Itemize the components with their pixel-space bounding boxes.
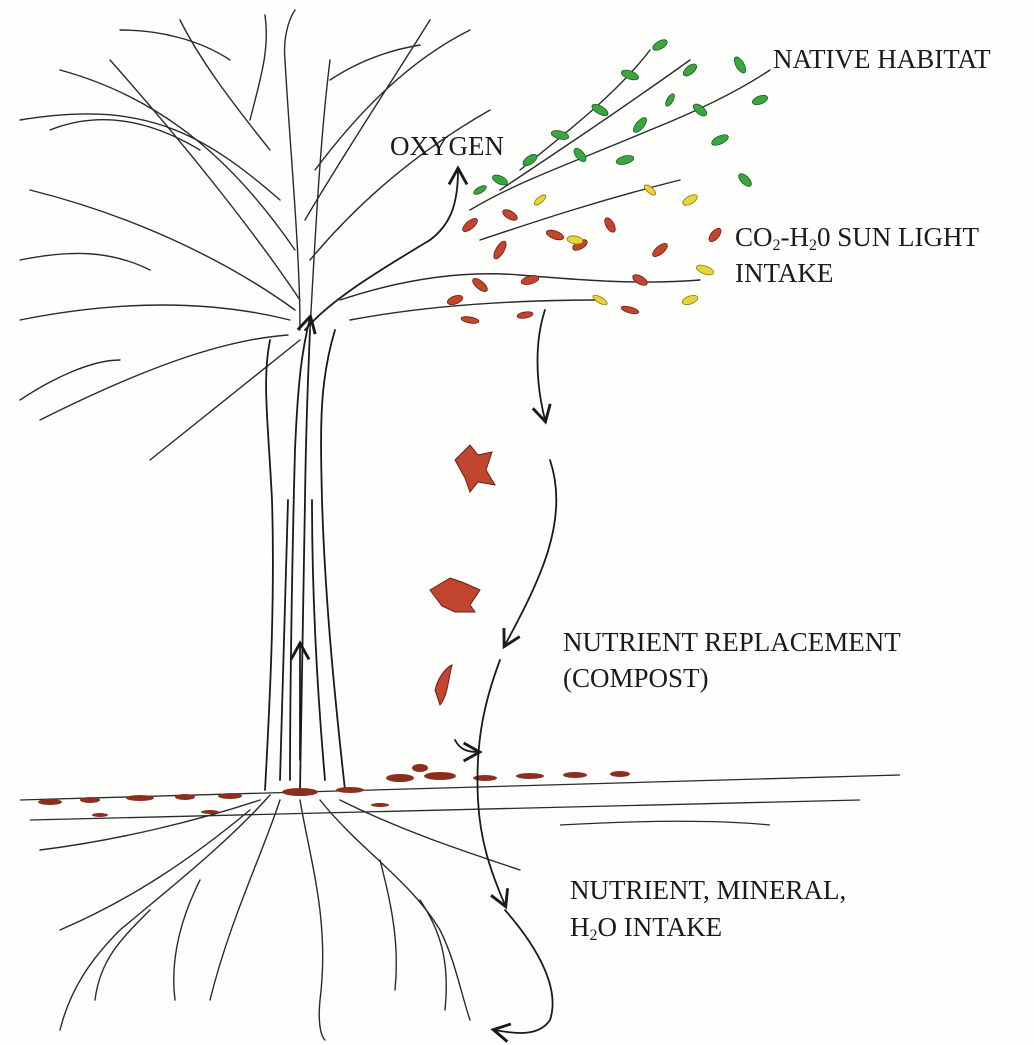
co2-prefix: CO xyxy=(735,222,773,252)
decay-arrow xyxy=(477,660,505,905)
canopy-leaves-red xyxy=(446,208,723,325)
nutrient-mineral-label: NUTRIENT, MINERAL, xyxy=(570,875,846,906)
trunk xyxy=(265,330,345,790)
flow-arrows xyxy=(290,170,556,1033)
h2-prefix: -H xyxy=(781,222,810,252)
co2-h2o-sunlight-label: CO2-H20 SUN LIGHT xyxy=(735,222,979,253)
intake-label: INTAKE xyxy=(735,258,833,289)
ground-line xyxy=(20,775,900,825)
canopy-leaves-yellow xyxy=(533,183,715,306)
roots xyxy=(40,795,520,1040)
leaf-fall-arrow xyxy=(538,310,546,420)
h2-subscript: 2 xyxy=(809,237,817,254)
nutrient-replacement-label: NUTRIENT REPLACEMENT xyxy=(563,627,901,658)
h2o-prefix: H xyxy=(570,912,590,942)
compost-label: (COMPOST) xyxy=(563,663,709,694)
oxygen-label: OXYGEN xyxy=(390,131,504,162)
h2o-suffix: O INTAKE xyxy=(598,912,723,942)
uptake-arrow xyxy=(495,910,553,1033)
h2o-intake-label: H2O INTAKE xyxy=(570,912,722,943)
native-habitat-label: NATIVE HABITAT xyxy=(773,44,991,75)
ground-entry-arrow xyxy=(455,740,478,752)
sunlight-suffix: 0 SUN LIGHT xyxy=(817,222,979,252)
canopy-leaves-green xyxy=(472,38,768,197)
oxygen-arrow xyxy=(305,170,458,330)
branches xyxy=(20,10,770,460)
h2o-subscript: 2 xyxy=(590,927,598,944)
co2-subscript: 2 xyxy=(773,237,781,254)
falling-leaves xyxy=(430,445,495,705)
compost-arrow xyxy=(505,460,556,645)
